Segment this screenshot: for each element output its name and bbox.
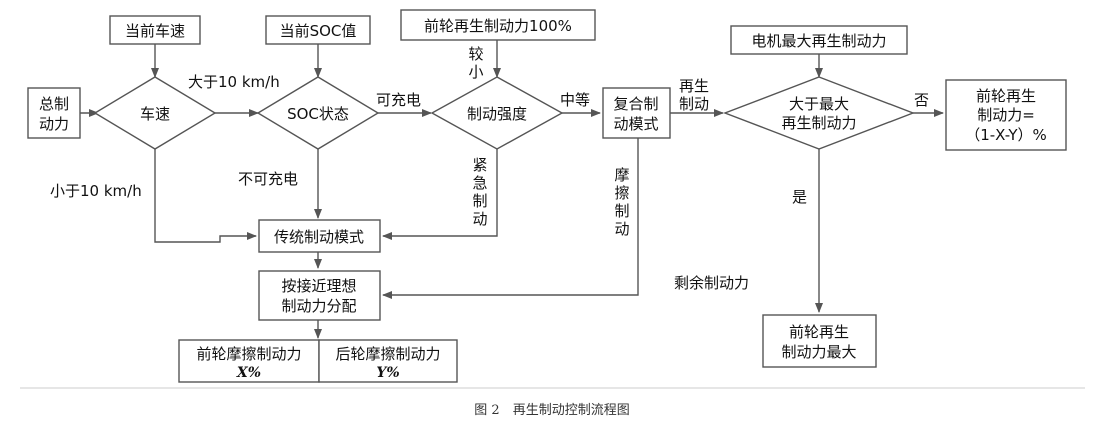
label-emergency-4: 动 (472, 210, 487, 228)
label-friction-4: 动 (614, 220, 629, 238)
decision-braking-intensity-label: 制动强度 (467, 105, 527, 123)
decision-exceeds-max-line2: 再生制动力 (781, 114, 856, 132)
node-front-regen-100-label: 前轮再生制动力100% (424, 17, 572, 35)
node-rear-friction-line2: Y% (376, 365, 399, 381)
node-front-regen-result-line3: （1-X-Y）% (965, 126, 1047, 144)
decision-soc-state: SOC状态 (256, 76, 380, 150)
decision-soc-state-label: SOC状态 (287, 105, 349, 123)
node-ideal-distribution-line2: 制动力分配 (281, 297, 356, 315)
node-total-braking: 总制 动力 (27, 87, 81, 139)
label-greater-10: 大于10 km/h (188, 73, 280, 91)
node-front-friction-line1: 前轮摩擦制动力 (196, 345, 301, 363)
node-front-regen-result-line1: 前轮再生 (976, 87, 1036, 105)
label-regen-braking-2: 制动 (679, 95, 709, 113)
node-rear-friction: 后轮摩擦制动力 Y% (318, 339, 458, 383)
node-total-braking-line1: 总制 (39, 95, 69, 113)
label-remaining: 剩余制动力 (674, 274, 749, 292)
label-lower-1: 较 (468, 45, 483, 63)
decision-speed-label: 车速 (140, 105, 170, 123)
node-front-regen-max-line1: 前轮再生 (789, 323, 849, 341)
label-less-10: 小于10 km/h (50, 182, 142, 200)
label-emergency-2: 急 (472, 174, 487, 192)
label-friction-3: 制 (614, 202, 629, 220)
decision-braking-intensity: 制动强度 (430, 76, 564, 150)
node-motor-max-regen-label: 电机最大再生制动力 (751, 32, 886, 50)
label-lower-2: 小 (468, 63, 483, 81)
connector-lines (80, 40, 944, 339)
node-current-speed-label: 当前车速 (125, 22, 185, 40)
decision-exceeds-max: 大于最大 再生制动力 (723, 76, 915, 150)
node-composite-mode-line2: 动模式 (613, 115, 658, 133)
node-ideal-distribution-line1: 按接近理想 (281, 277, 356, 295)
label-chargeable: 可充电 (376, 91, 421, 109)
node-front-regen-max-line2: 制动力最大 (781, 343, 856, 361)
decision-exceeds-max-line1: 大于最大 (789, 95, 849, 113)
label-emergency-3: 制 (472, 192, 487, 210)
node-front-regen-result-line2: 制动力= (977, 106, 1035, 124)
node-ideal-distribution: 按接近理想 制动力分配 (258, 270, 381, 321)
label-medium: 中等 (560, 91, 590, 109)
node-current-speed: 当前车速 (109, 15, 201, 45)
figure-caption: 图 2 再生制动控制流程图 (474, 403, 629, 418)
decision-speed: 车速 (93, 76, 217, 150)
node-composite-mode-line1: 复合制 (613, 95, 658, 113)
node-current-soc: 当前SOC值 (265, 15, 371, 45)
label-no: 否 (914, 91, 929, 109)
label-friction-2: 擦 (614, 184, 629, 202)
node-traditional-mode: 传统制动模式 (258, 219, 381, 253)
node-front-regen-100: 前轮再生制动力100% (400, 9, 596, 41)
label-yes: 是 (792, 188, 807, 206)
node-total-braking-line2: 动力 (39, 115, 69, 133)
label-emergency-1: 紧 (472, 156, 487, 174)
node-front-friction: 前轮摩擦制动力 X% (178, 339, 320, 383)
label-friction-1: 摩 (614, 166, 629, 184)
label-not-chargeable: 不可充电 (238, 170, 298, 188)
node-front-regen-max: 前轮再生 制动力最大 (762, 314, 877, 368)
node-motor-max-regen: 电机最大再生制动力 (730, 25, 908, 55)
node-composite-mode: 复合制 动模式 (602, 87, 671, 139)
label-regen-braking-1: 再生 (679, 77, 709, 95)
node-rear-friction-line1: 后轮摩擦制动力 (335, 345, 440, 363)
node-traditional-mode-label: 传统制动模式 (274, 228, 364, 246)
node-current-soc-label: 当前SOC值 (280, 22, 357, 40)
node-front-friction-line2: X% (236, 365, 261, 381)
node-front-regen-result: 前轮再生 制动力= （1-X-Y）% (945, 79, 1067, 151)
edge-labels: 大于10 km/h 小于10 km/h 可充电 不可充电 较 小 中等 紧 急 … (50, 45, 929, 292)
